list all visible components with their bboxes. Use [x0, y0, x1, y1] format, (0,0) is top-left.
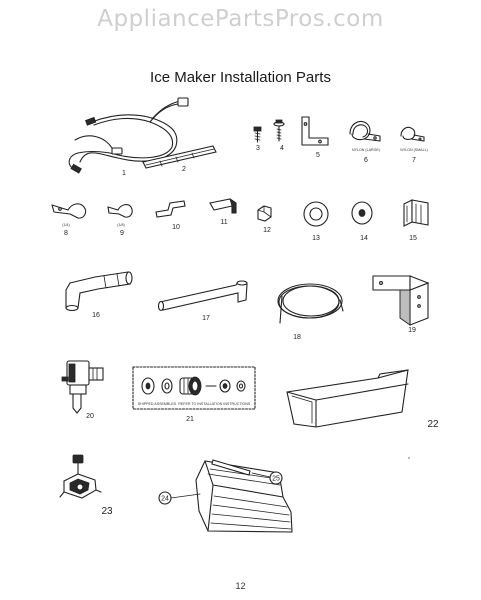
part-21-note: SHIPPED ASSEMBLED. REFER TO INSTALLATION… — [138, 402, 251, 406]
part-11-label: 11 — [220, 219, 227, 226]
part-7-clamp-small: NYLON (SMALL) 7 — [400, 126, 428, 164]
part-10-label: 10 — [172, 224, 180, 231]
part-6-note: NYLON (LARGE) — [352, 148, 380, 152]
part-14-label: 14 — [360, 235, 368, 242]
part-8-clamp: (1/4) 8 — [51, 203, 87, 237]
part-24-shelf: 24 — [158, 460, 293, 533]
part-10-clip: 10 — [155, 200, 186, 231]
part-23-label: 23 — [101, 506, 113, 517]
page-title: Ice Maker Installation Parts — [150, 69, 331, 86]
part-9-label: 9 — [120, 230, 124, 237]
part-19-label: 19 — [408, 327, 416, 334]
part-25-label: 25 — [272, 476, 280, 483]
part-2-strip: 2 — [142, 145, 217, 173]
part-6-label: 6 — [364, 157, 368, 164]
part-23-ice-maker: 23 — [59, 454, 113, 517]
part-20-water-valve: 20 — [61, 360, 104, 420]
page-number: 12 — [235, 581, 246, 591]
part-8-note: (1/4) — [62, 223, 69, 227]
part-5-bracket: 5 — [301, 116, 329, 159]
scan-speck — [408, 457, 410, 459]
part-7-label: 7 — [412, 157, 416, 164]
part-4-screw: 4 — [273, 119, 285, 152]
part-13-grommet: 13 — [303, 201, 329, 242]
part-5-label: 5 — [316, 152, 320, 159]
part-17-label: 17 — [202, 315, 210, 322]
part-7-note: NYLON (SMALL) — [400, 148, 428, 152]
part-9-clamp: (1/8) 9 — [107, 204, 133, 237]
part-4-label: 4 — [280, 145, 284, 152]
part-11-angle-clip: 11 — [209, 198, 237, 226]
part-16-elbow: 16 — [65, 271, 133, 319]
part-15-pad: 15 — [403, 199, 429, 242]
part-22-ice-bin: 22 — [286, 369, 439, 430]
part-2-label: 2 — [182, 166, 186, 173]
part-17-long-elbow: 17 — [157, 280, 248, 322]
part-18-coiled-tubing: 18 — [277, 283, 344, 341]
part-22-label: 22 — [427, 419, 439, 430]
part-12-fitting: 12 — [257, 205, 272, 234]
part-19-bracket: 19 — [372, 275, 430, 334]
part-14-grommet: 14 — [351, 201, 373, 242]
part-25-rod: 25 — [211, 459, 283, 485]
part-21-fittings-kit: SHIPPED ASSEMBLED. REFER TO INSTALLATION… — [132, 366, 256, 423]
part-18-label: 18 — [293, 334, 301, 341]
part-12-label: 12 — [263, 227, 271, 234]
part-24-label: 24 — [161, 496, 169, 503]
part-3-screw: 3 — [253, 126, 262, 152]
part-1-label: 1 — [122, 170, 126, 177]
part-15-label: 15 — [409, 235, 417, 242]
part-13-label: 13 — [312, 235, 320, 242]
part-1-wire-harness: 1 — [68, 97, 189, 177]
part-8-label: 8 — [64, 230, 68, 237]
part-6-clamp-large: NYLON (LARGE) 6 — [349, 120, 381, 164]
part-21-label: 21 — [186, 416, 194, 423]
part-16-label: 16 — [92, 312, 100, 319]
part-9-note: (1/8) — [117, 223, 124, 227]
part-20-label: 20 — [86, 413, 94, 420]
part-3-label: 3 — [256, 145, 260, 152]
site-watermark: AppliancePartsPros.com — [97, 6, 384, 32]
